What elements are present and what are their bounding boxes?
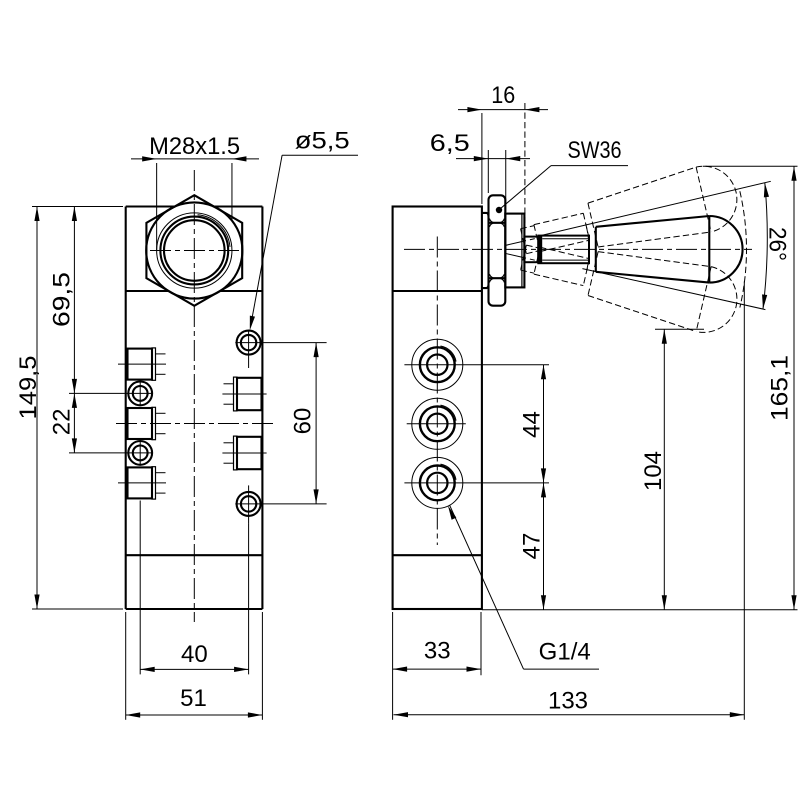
svg-text:40: 40 <box>181 641 208 668</box>
svg-text:SW36: SW36 <box>568 137 622 164</box>
svg-text:51: 51 <box>180 685 207 712</box>
svg-text:ø5,5: ø5,5 <box>295 128 350 155</box>
svg-text:6,5: 6,5 <box>430 130 470 157</box>
svg-text:44: 44 <box>519 411 546 438</box>
svg-text:69,5: 69,5 <box>48 272 75 327</box>
svg-text:133: 133 <box>548 688 588 715</box>
svg-text:22: 22 <box>48 409 75 436</box>
svg-text:104: 104 <box>640 451 667 491</box>
svg-text:165,1: 165,1 <box>767 355 794 421</box>
svg-text:G1/4: G1/4 <box>539 639 591 666</box>
svg-text:149,5: 149,5 <box>15 356 42 420</box>
svg-text:47: 47 <box>519 533 546 560</box>
svg-text:26°: 26° <box>764 227 791 261</box>
svg-text:M28x1.5: M28x1.5 <box>149 133 240 160</box>
svg-text:33: 33 <box>424 638 451 665</box>
svg-text:60: 60 <box>290 408 317 435</box>
svg-text:16: 16 <box>491 82 515 109</box>
